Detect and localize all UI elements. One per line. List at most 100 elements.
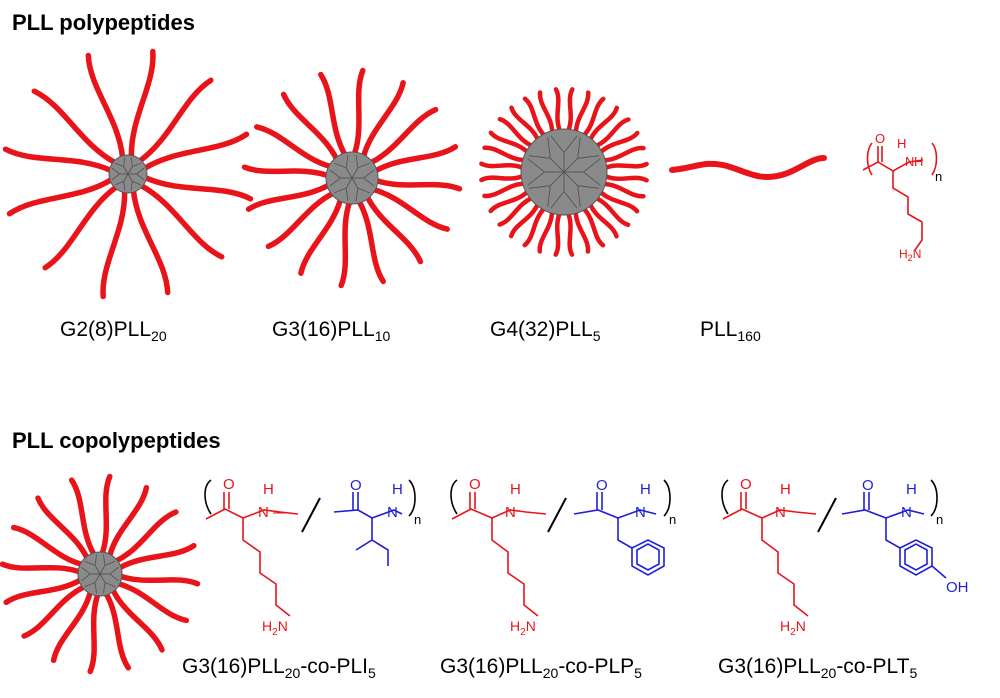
monomer-n-atom: N bbox=[905, 154, 914, 169]
polylysine-arm bbox=[351, 67, 366, 157]
section-title-copolypeptides: PLL copolypeptides bbox=[12, 428, 221, 453]
polylysine-arm bbox=[602, 161, 649, 171]
label-subscript: 160 bbox=[737, 328, 761, 344]
dendrimer-branch bbox=[111, 167, 128, 181]
polylysine-arm bbox=[141, 174, 254, 202]
polylysine-arm bbox=[128, 48, 156, 161]
dendrimer-branch bbox=[564, 158, 601, 186]
dendrimer-branch bbox=[84, 554, 101, 575]
dendrimer-g4-32 bbox=[479, 87, 649, 257]
monomer-amine-label: H2N bbox=[899, 247, 921, 263]
dendrimer-g3-16-copolymer bbox=[0, 473, 201, 675]
polylysine-arm bbox=[364, 193, 424, 265]
polylysine-arm bbox=[245, 182, 332, 212]
label-main: PLL bbox=[700, 318, 738, 341]
label-main: G3(16)PLL bbox=[272, 318, 375, 341]
dendrimer-branch bbox=[352, 169, 375, 187]
label-subscript: 20 bbox=[820, 665, 837, 681]
polylysine-arm bbox=[241, 164, 331, 179]
label-subscript: 20 bbox=[542, 665, 559, 681]
label-suffix: -co-PLT bbox=[836, 655, 910, 678]
dendrimer-branch bbox=[550, 135, 578, 172]
plp-n-red: N bbox=[505, 504, 516, 521]
polylysine-arm bbox=[10, 524, 86, 568]
polylysine-arm bbox=[2, 146, 115, 174]
monomer-repeat-n: n bbox=[935, 169, 942, 184]
label-copolymer-plp: G3(16)PLL20-co-PLP5 bbox=[440, 655, 642, 681]
label-g2-8-pll20: G2(8)PLL20 bbox=[60, 318, 167, 344]
linear-pll-chain bbox=[669, 155, 827, 180]
dendrimer-branch bbox=[114, 173, 129, 191]
dendrimer-branch bbox=[528, 136, 565, 173]
polylysine-arm bbox=[482, 181, 527, 199]
dendrimer-branch bbox=[127, 157, 142, 175]
pli-dash-red: — bbox=[273, 504, 288, 521]
monomer-o-atom: O bbox=[875, 131, 885, 146]
polylysine-arm bbox=[573, 90, 591, 136]
label-copolymer-pli: G3(16)PLL20-co-PLI5 bbox=[182, 655, 376, 681]
plp-h-blue: H bbox=[640, 481, 651, 498]
polylysine-arm bbox=[116, 542, 197, 571]
dendrimer-branch bbox=[99, 573, 116, 594]
dendrimer-branch bbox=[127, 173, 142, 191]
dendrimer-branch bbox=[563, 171, 600, 208]
polylysine-arm bbox=[99, 473, 113, 557]
polylysine-arm bbox=[509, 105, 541, 143]
polylysine-arm bbox=[254, 124, 334, 170]
polylysine-arm bbox=[479, 161, 526, 171]
dendrimer-branch bbox=[351, 177, 371, 202]
pli-n-blue: N bbox=[387, 504, 398, 521]
polylysine-arm bbox=[482, 145, 528, 163]
polylysine-arm bbox=[114, 580, 190, 624]
polylysine-arm bbox=[35, 495, 91, 562]
polylysine-arm bbox=[537, 208, 555, 254]
plp-repeat-n: n bbox=[669, 512, 676, 527]
plt-h-blue: H bbox=[906, 481, 917, 498]
label-subscript: 10 bbox=[374, 328, 391, 344]
pli-h-red: H bbox=[263, 481, 274, 498]
polylysine-arm bbox=[141, 131, 250, 172]
dendrimer-branch bbox=[563, 136, 600, 173]
dendrimer-branch bbox=[351, 154, 371, 179]
polylysine-arm bbox=[600, 181, 646, 199]
label-g3-16-pll10: G3(16)PLL10 bbox=[272, 318, 391, 344]
label-subscript: 20 bbox=[151, 328, 167, 344]
dendrimer-branch bbox=[333, 154, 353, 179]
polylysine-arm bbox=[581, 205, 606, 248]
polylysine-arm bbox=[479, 173, 526, 183]
pli-repeat-n: n bbox=[414, 512, 421, 527]
polylysine-arm bbox=[573, 209, 591, 254]
polylysine-arm bbox=[565, 87, 575, 134]
label-subscript: 5 bbox=[592, 328, 601, 344]
label-main: G2(8)PLL bbox=[60, 318, 152, 341]
plt-o-blue: O bbox=[862, 477, 874, 494]
polylysine-arm bbox=[50, 588, 94, 664]
plp-n-blue: N bbox=[635, 504, 646, 521]
polylysine-arm bbox=[338, 199, 353, 289]
polylysine-arm bbox=[367, 106, 439, 166]
label-pll160: PLL160 bbox=[700, 318, 761, 344]
dendrimer-branch bbox=[84, 573, 101, 594]
polylysine-arm bbox=[280, 91, 340, 163]
polylysine-arm bbox=[497, 116, 535, 149]
polylysine-arm bbox=[130, 187, 171, 296]
polylysine-arm bbox=[601, 145, 646, 163]
plt-n-red: N bbox=[775, 504, 786, 521]
plt-n-blue: N bbox=[901, 504, 912, 521]
plp-h-red: H bbox=[510, 481, 521, 498]
label-subscript: 5 bbox=[368, 665, 376, 681]
polylysine-arm bbox=[31, 88, 119, 166]
polylysine-arm bbox=[85, 52, 126, 161]
polylysine-arm bbox=[6, 176, 115, 217]
label-subscript: 5 bbox=[634, 665, 642, 681]
polylysine-arm bbox=[360, 80, 406, 160]
plp-amine-label: H2N bbox=[510, 618, 536, 638]
polylysine-arm bbox=[593, 195, 631, 228]
polylysine-arm bbox=[497, 195, 535, 227]
copolymer-structure-plp: O H N O H N n H2N bbox=[450, 476, 676, 638]
polylysine-arm bbox=[265, 190, 337, 250]
plt-h-red: H bbox=[780, 481, 791, 498]
polylysine-arm bbox=[356, 198, 386, 285]
copolymer-structure-pli: O H N — O H N n H2N bbox=[204, 476, 421, 638]
